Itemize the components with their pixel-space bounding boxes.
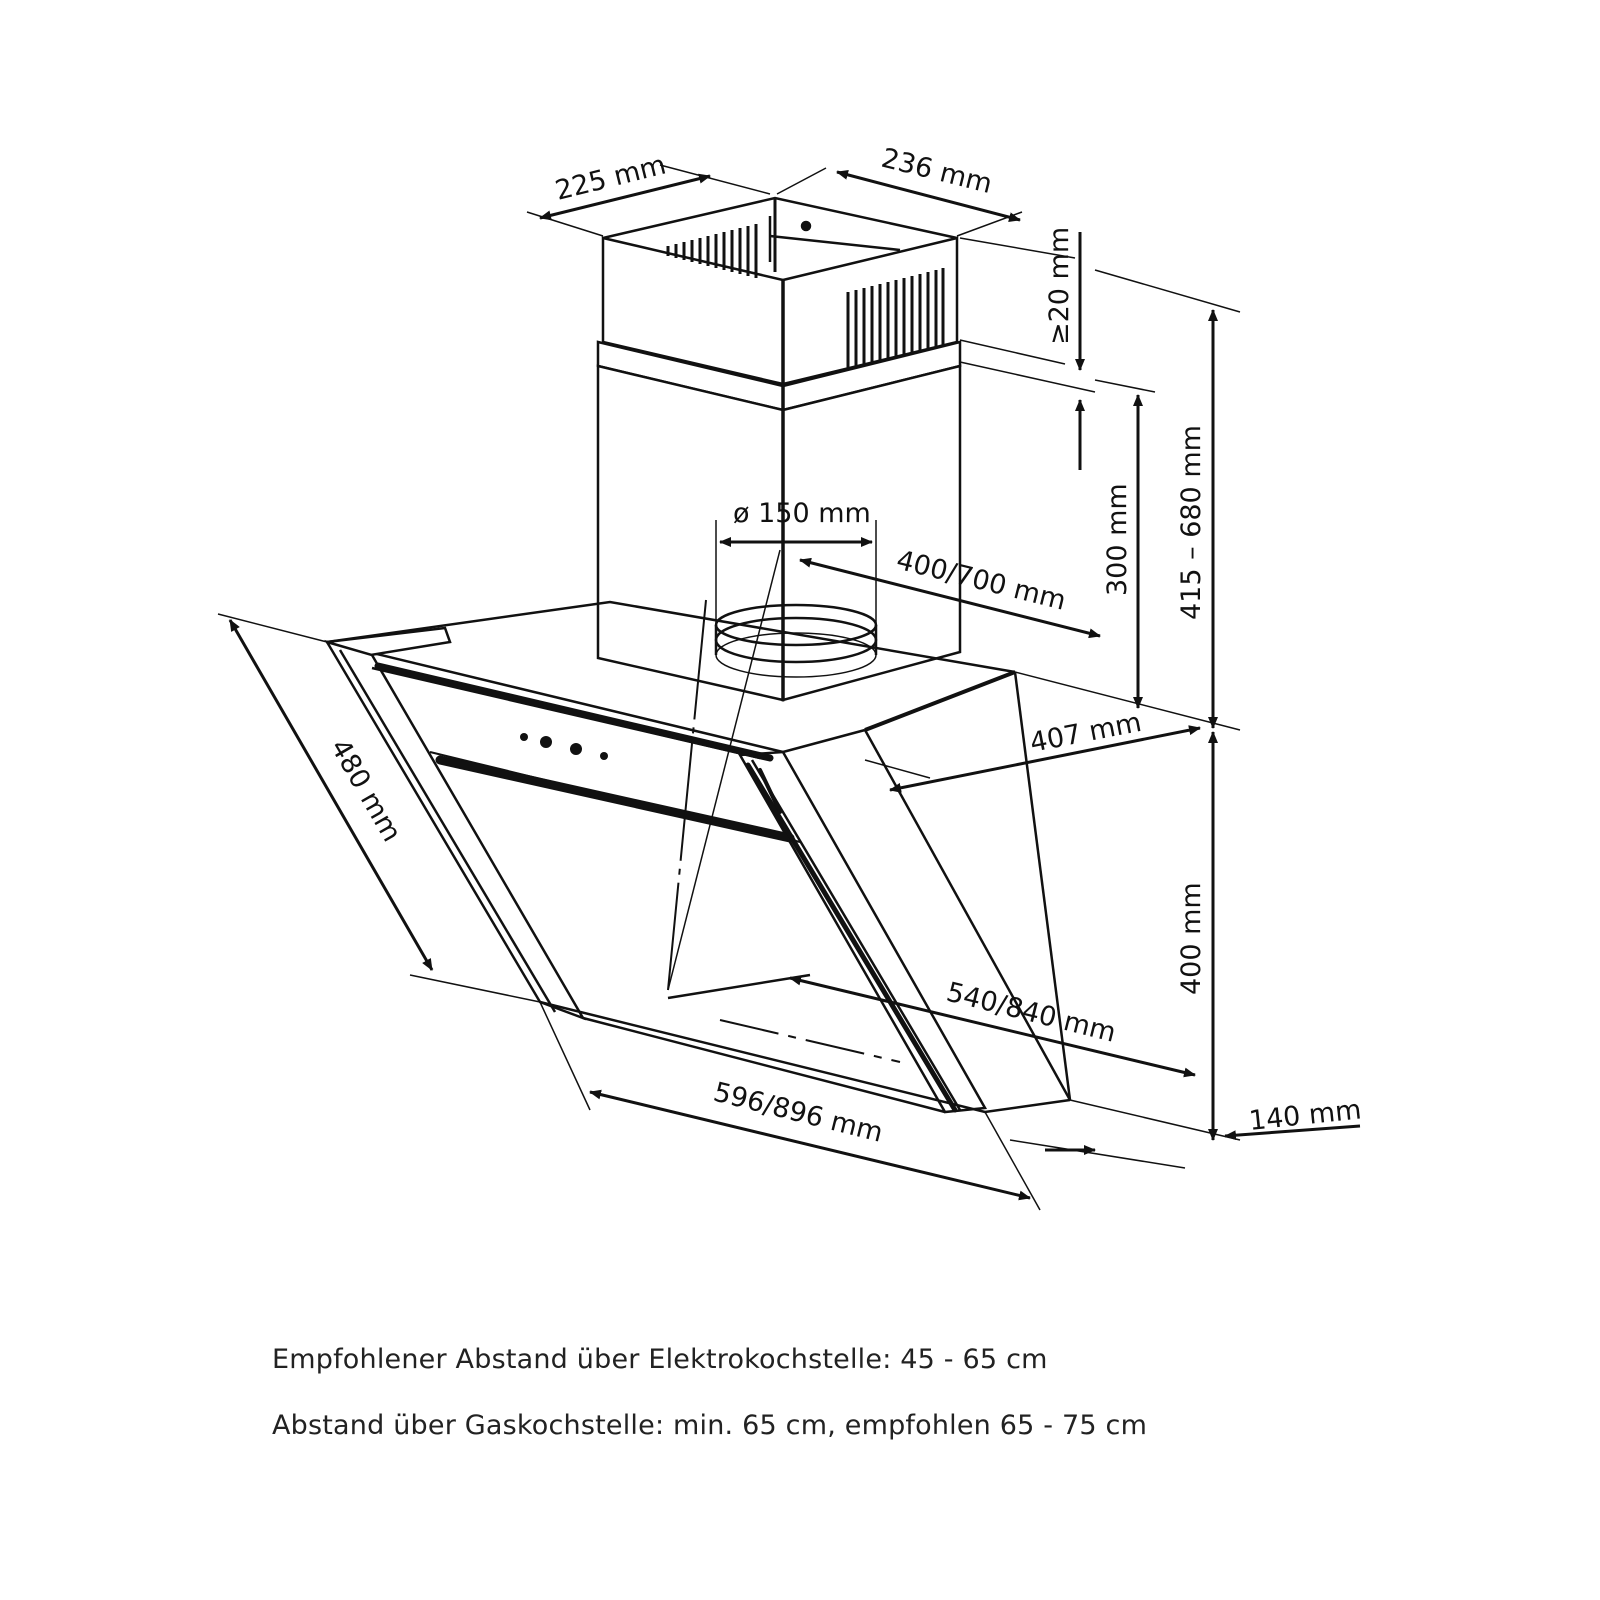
label-chimney-width: 236 mm (878, 143, 995, 200)
note-electric-hob-distance: Empfohlener Abstand über Elektrokochstel… (272, 1344, 1048, 1375)
label-duct-diameter: ø 150 mm (733, 498, 871, 529)
control-panel (520, 733, 608, 760)
label-total-height: 415 – 680 mm (1176, 425, 1207, 620)
chimney-vent-grill (666, 224, 945, 370)
label-chimney-height: 300 mm (1102, 483, 1133, 596)
label-chimney-depth: 225 mm (552, 149, 669, 206)
dimension-arrows (228, 169, 1361, 1201)
chimney (596, 196, 962, 702)
label-bottom-depth: 140 mm (1247, 1094, 1362, 1137)
label-lower-width: 596/896 mm (710, 1077, 886, 1149)
chimney-bracket (768, 216, 901, 262)
note-gas-hob-distance: Abstand über Gaskochstelle: min. 65 cm, … (272, 1410, 1148, 1441)
label-hood-height: 400 mm (1176, 882, 1207, 995)
label-lower-inner-width: 540/840 mm (943, 977, 1119, 1049)
label-min-gap: ≥20 mm (1044, 227, 1075, 345)
hood-accent-strip (374, 662, 958, 1113)
